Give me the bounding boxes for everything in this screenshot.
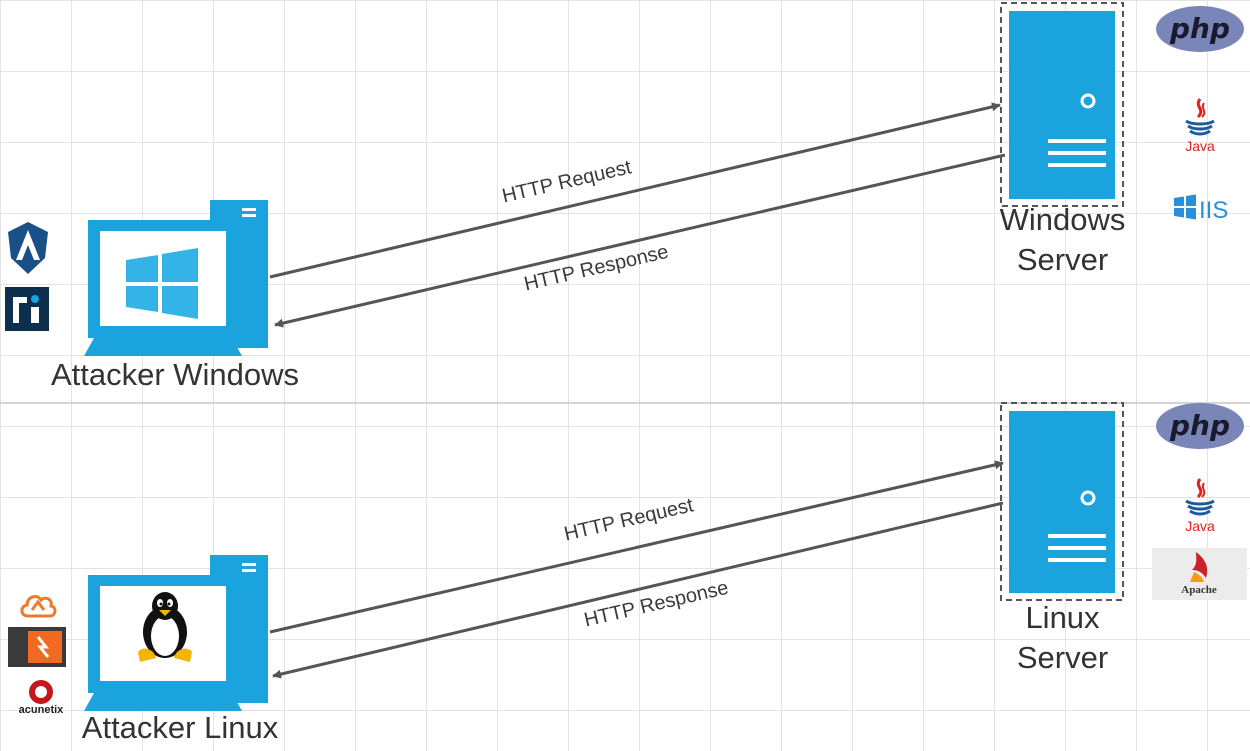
windows-response-arrow bbox=[274, 153, 1006, 328]
linux-server-label-line1: Linux bbox=[1025, 600, 1100, 635]
windows-server-label-line1: Windows bbox=[999, 202, 1126, 237]
java-logo: Java bbox=[1170, 95, 1230, 157]
tool-logo-shield-icon bbox=[8, 222, 48, 274]
section-divider bbox=[0, 402, 1250, 404]
tool-logo-cloud-icon bbox=[20, 595, 57, 618]
iis-logo-text: IIS bbox=[1199, 197, 1228, 224]
acunetix-logo-icon: acunetix bbox=[19, 680, 65, 716]
php-logo: php bbox=[1155, 5, 1245, 53]
linux-server-label: Linux Server bbox=[970, 598, 1155, 679]
linux-request-arrow bbox=[269, 460, 1004, 634]
windows-server-icon bbox=[1000, 2, 1124, 207]
windows-server-label-line2: Server bbox=[1016, 242, 1109, 278]
php-logo-text: php bbox=[1169, 12, 1230, 45]
attacker-windows-label: Attacker Windows bbox=[50, 357, 300, 392]
iis-logo: IIS bbox=[1172, 192, 1234, 224]
windows-request-arrow bbox=[269, 102, 1001, 279]
linux-server-label-line2: Server bbox=[1016, 640, 1109, 676]
windows-server-label: Windows Server bbox=[970, 200, 1155, 281]
php-logo-linux-text: php bbox=[1169, 409, 1230, 442]
linux-response-arrow bbox=[272, 501, 1004, 679]
apache-logo: Apache bbox=[1152, 548, 1247, 600]
apache-logo-text: Apache bbox=[1181, 584, 1217, 596]
tool-logo-ri-icon bbox=[5, 287, 49, 331]
linux-server-icon bbox=[1000, 402, 1124, 601]
tool-logo-burp-icon bbox=[8, 627, 66, 667]
acunetix-logo-text: acunetix bbox=[19, 704, 65, 716]
java-logo-linux-text: Java bbox=[1185, 518, 1215, 534]
linux-tux-icon bbox=[138, 592, 192, 662]
attacker-windows-computer-icon bbox=[84, 200, 268, 356]
php-logo-linux: php bbox=[1155, 402, 1245, 450]
attacker-linux-label: Attacker Linux bbox=[81, 710, 279, 745]
java-logo-linux: Java bbox=[1170, 475, 1230, 537]
java-logo-text: Java bbox=[1185, 138, 1215, 154]
